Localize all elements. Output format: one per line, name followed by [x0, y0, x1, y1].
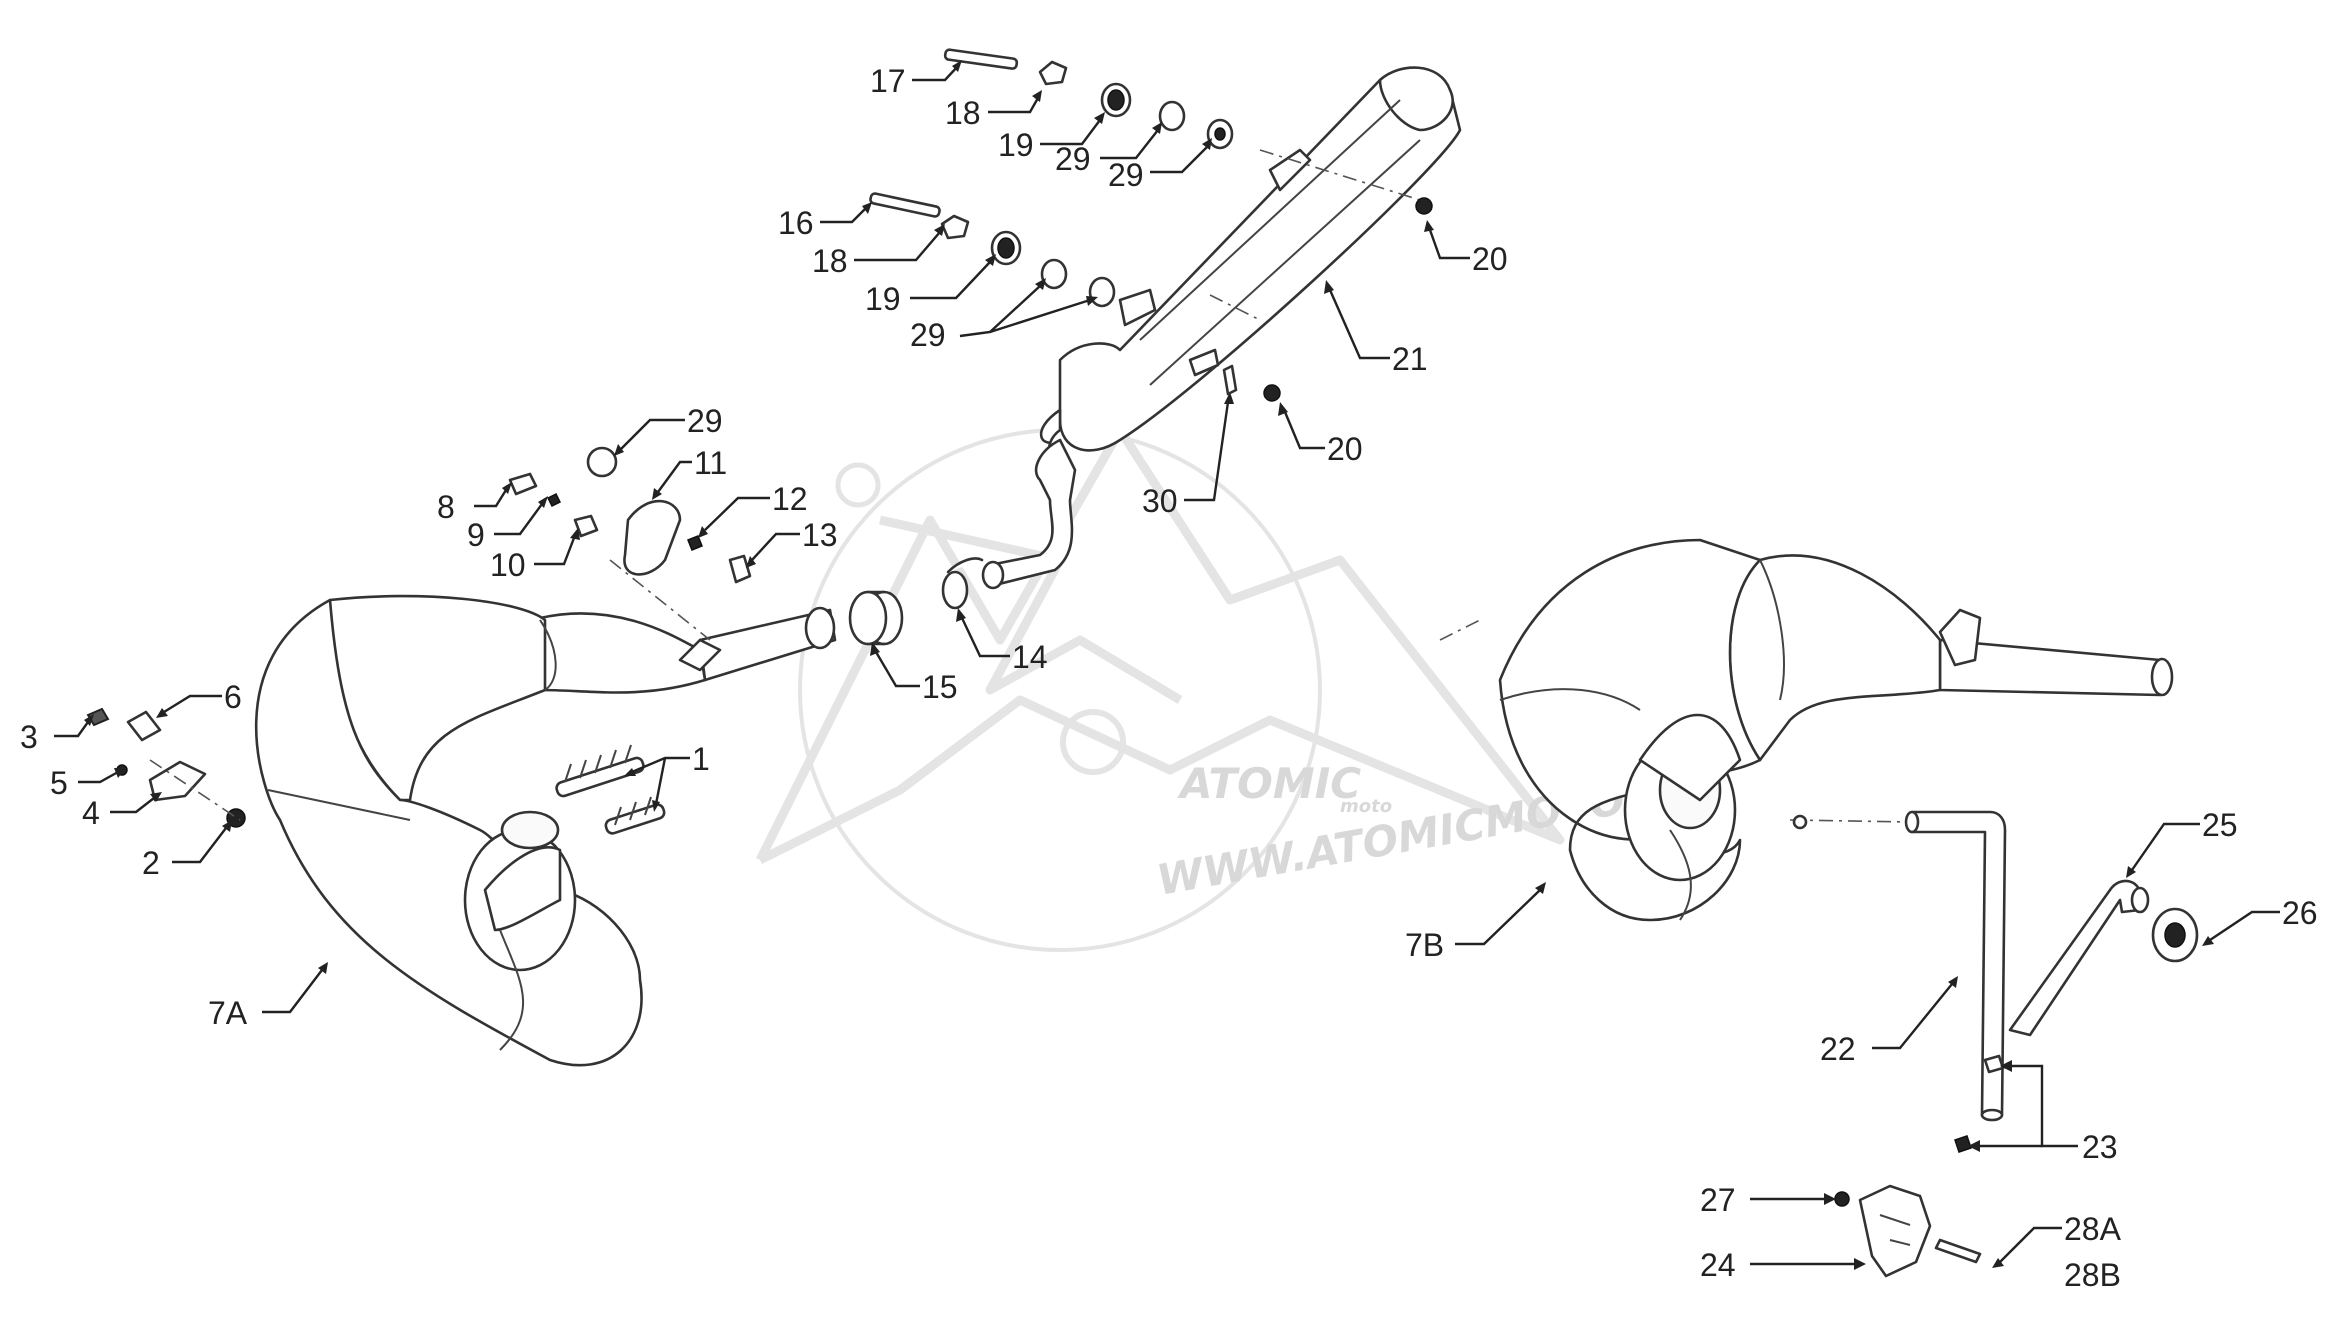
callout-28b: 28B	[2064, 1257, 2121, 1293]
callout-1: 1	[692, 741, 710, 777]
couplings-14-15	[848, 557, 984, 646]
hardware-23	[1954, 1054, 2005, 1153]
callout-22: 22	[1820, 1031, 1856, 1067]
silencer-21	[1039, 66, 1462, 464]
tube-25	[2008, 879, 2199, 1037]
callouts: 17 18 19 29 29 20 16 18 19 29 21	[20, 60, 2318, 1293]
callout-6: 6	[224, 679, 242, 715]
manifold-hardware	[508, 446, 752, 584]
callout-12: 12	[772, 481, 808, 517]
callout-13: 13	[802, 517, 838, 553]
expansion-chamber-7a	[254, 594, 837, 1067]
callout-21: 21	[1392, 341, 1428, 377]
lower-mount-hardware	[869, 192, 1116, 308]
callout-28a: 28A	[2064, 1211, 2122, 1247]
callout-2: 2	[142, 845, 160, 881]
callout-11: 11	[694, 445, 727, 481]
callout-19b: 19	[865, 281, 901, 317]
callout-7a: 7A	[208, 995, 248, 1031]
tube-22	[1792, 810, 2007, 1122]
watermark-sub: moto	[1340, 796, 1392, 817]
callout-20a: 20	[1472, 241, 1508, 277]
callout-8: 8	[437, 489, 455, 525]
callout-27: 27	[1700, 1182, 1736, 1218]
callout-29c: 29	[910, 317, 946, 353]
callout-24: 24	[1700, 1247, 1736, 1283]
callout-30: 30	[1142, 483, 1178, 519]
front-hardware	[86, 707, 246, 828]
callout-16: 16	[778, 205, 814, 241]
callout-5: 5	[50, 765, 68, 801]
callout-4: 4	[82, 795, 100, 831]
watermark-brand: ATOMIC	[1177, 759, 1361, 808]
callout-23: 23	[2082, 1129, 2118, 1165]
callout-17: 17	[870, 63, 906, 99]
expansion-chamber-7b	[1498, 538, 2174, 922]
callout-15: 15	[922, 669, 958, 705]
callout-10: 10	[490, 547, 526, 583]
upper-mount-hardware	[943, 48, 1234, 150]
link-pipe	[981, 438, 1077, 590]
callout-3: 3	[20, 719, 38, 755]
guide-lines	[609, 149, 1911, 823]
callout-18b: 18	[812, 243, 848, 279]
bracket-24	[1834, 1184, 1982, 1278]
callout-29d: 29	[687, 403, 723, 439]
callout-7b: 7B	[1405, 927, 1444, 963]
callout-20b: 20	[1327, 431, 1363, 467]
callout-25: 25	[2202, 807, 2238, 843]
callout-9: 9	[467, 517, 485, 553]
callout-29b: 29	[1108, 157, 1144, 193]
callout-14: 14	[1012, 639, 1048, 675]
callout-29a: 29	[1055, 141, 1091, 177]
springs-1	[555, 744, 666, 835]
callout-18a: 18	[945, 95, 981, 131]
callout-19a: 19	[998, 127, 1034, 163]
callout-26: 26	[2282, 895, 2318, 931]
